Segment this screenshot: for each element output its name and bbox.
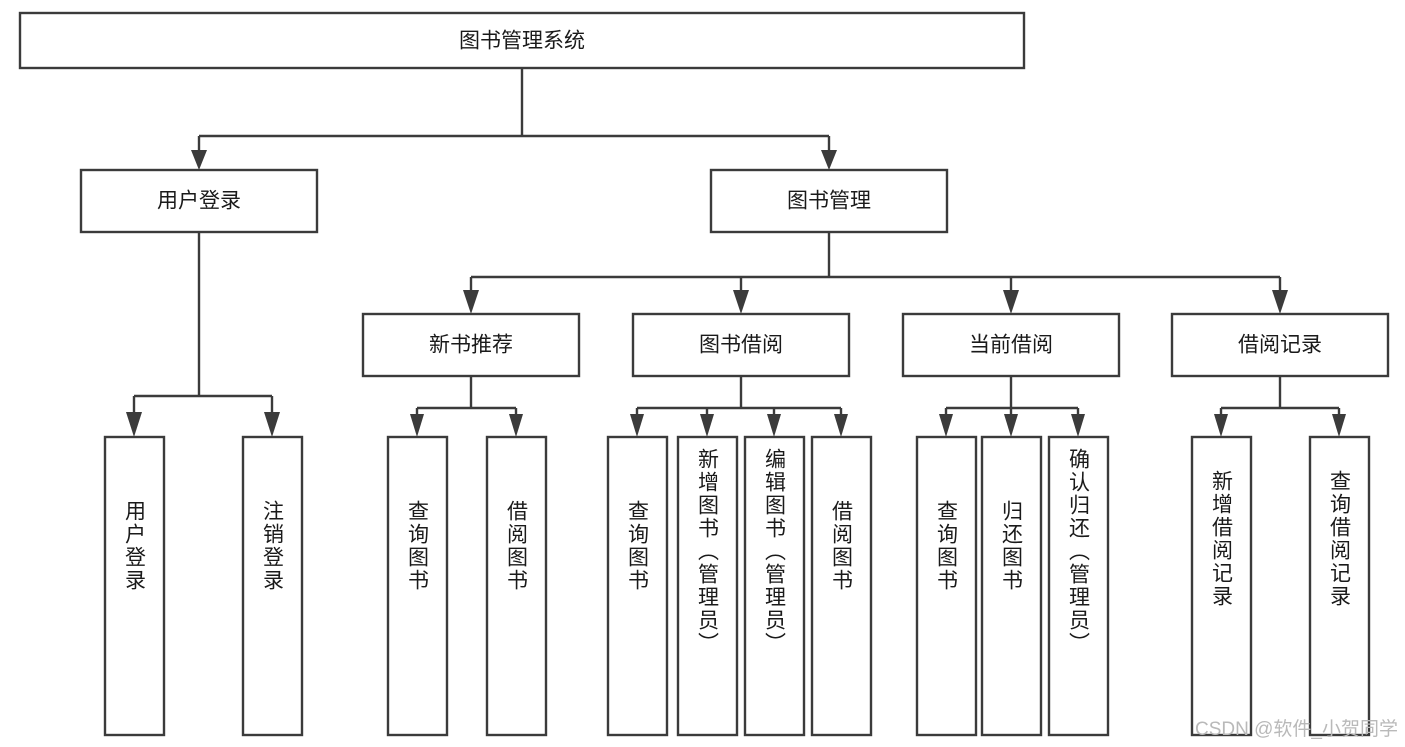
node-leaf-edit-book-admin-box[interactable]: [743, 435, 806, 737]
arrow-head-leaf-user-login: [126, 412, 142, 437]
node-leaf-query-books-borrow-box[interactable]: [606, 435, 669, 737]
arrow-head-book-management: [821, 150, 837, 170]
node-leaf-logout[interactable]: 注销登录: [241, 435, 304, 737]
node-leaf-return-books-label: 归还图书: [1000, 500, 1024, 592]
node-leaf-query-books-borrow[interactable]: 查询图书: [606, 435, 669, 737]
node-book-borrow-box[interactable]: [631, 312, 851, 378]
arrow-head-leaf-logout: [264, 412, 280, 437]
arrow-head-leaf-query-books-borrow: [630, 414, 644, 437]
csdn-watermark: CSDN @软件_小贺同学: [1195, 718, 1398, 740]
node-leaf-query-books-rec-box[interactable]: [386, 435, 449, 737]
node-leaf-add-book-admin[interactable]: 新增图书（管理员）: [676, 435, 739, 737]
node-borrow-records-label: 借阅记录: [1238, 334, 1322, 357]
node-borrow-records-box[interactable]: [1170, 312, 1390, 378]
node-new-book-recommend-label: 新书推荐: [429, 334, 513, 357]
node-leaf-confirm-return-admin-label: 确认归还（管理员）: [1067, 448, 1091, 655]
node-leaf-query-books-current[interactable]: 查询图书: [915, 435, 978, 737]
node-leaf-logout-label: 注销登录: [261, 500, 285, 592]
arrow-head-leaf-add-borrow-record: [1214, 414, 1228, 437]
node-leaf-add-book-admin-box[interactable]: [676, 435, 739, 737]
node-leaf-borrow-books-rec[interactable]: 借阅图书: [485, 435, 548, 737]
node-leaf-query-books-rec-label: 查询图书: [406, 500, 430, 592]
node-leaf-user-login-box[interactable]: [103, 435, 166, 737]
arrow-head-leaf-query-books-rec: [410, 414, 424, 437]
arrow-head-leaf-edit-book-admin: [767, 414, 781, 437]
node-leaf-query-books-borrow-label: 查询图书: [626, 500, 650, 592]
node-user-login[interactable]: 用户登录: [79, 168, 319, 234]
node-current-borrow-box[interactable]: [901, 312, 1121, 378]
node-leaf-add-borrow-record[interactable]: 新增借阅记录: [1190, 435, 1253, 737]
node-leaf-confirm-return-admin-box[interactable]: [1047, 435, 1110, 737]
node-root[interactable]: 图书管理系统: [18, 11, 1026, 70]
node-leaf-user-login-label: 用户登录: [123, 500, 147, 592]
arrow-head-leaf-return-books: [1004, 414, 1018, 437]
arrow-head-user-login: [191, 150, 207, 170]
arrow-head-leaf-query-borrow-record: [1332, 414, 1346, 437]
arrow-head-current-borrow: [1003, 290, 1019, 314]
node-leaf-query-books-current-label: 查询图书: [935, 500, 959, 592]
node-leaf-logout-box[interactable]: [241, 435, 304, 737]
arrow-head-leaf-confirm-return-admin: [1071, 414, 1085, 437]
node-book-management[interactable]: 图书管理: [709, 168, 949, 234]
node-new-book-recommend[interactable]: 新书推荐: [361, 312, 581, 378]
node-leaf-borrow-books[interactable]: 借阅图书: [810, 435, 873, 737]
arrow-head-leaf-add-book-admin: [700, 414, 714, 437]
node-user-login-label: 用户登录: [157, 190, 241, 213]
node-leaf-borrow-books-rec-box[interactable]: [485, 435, 548, 737]
node-leaf-query-borrow-record-box[interactable]: [1308, 435, 1371, 737]
node-root-box[interactable]: [18, 11, 1026, 70]
node-current-borrow[interactable]: 当前借阅: [901, 312, 1121, 378]
arrow-head-leaf-borrow-books: [834, 414, 848, 437]
node-leaf-borrow-books-rec-label: 借阅图书: [505, 500, 529, 592]
node-leaf-add-borrow-record-label: 新增借阅记录: [1210, 470, 1234, 608]
node-leaf-add-borrow-record-box[interactable]: [1190, 435, 1253, 737]
node-leaf-query-books-current-box[interactable]: [915, 435, 978, 737]
node-user-login-box[interactable]: [79, 168, 319, 234]
arrow-head-borrow-records: [1272, 290, 1288, 314]
node-leaf-query-borrow-record-label: 查询借阅记录: [1328, 470, 1352, 608]
node-book-borrow-label: 图书借阅: [699, 334, 783, 357]
node-new-book-recommend-box[interactable]: [361, 312, 581, 378]
arrow-head-new-book-recommend: [463, 290, 479, 314]
arrow-head-book-borrow: [733, 290, 749, 314]
node-leaf-borrow-books-label: 借阅图书: [830, 500, 854, 592]
node-leaf-query-books-rec[interactable]: 查询图书: [386, 435, 449, 737]
node-leaf-edit-book-admin-label: 编辑图书（管理员）: [763, 448, 787, 655]
arrow-head-leaf-query-books-current: [939, 414, 953, 437]
node-book-management-label: 图书管理: [787, 190, 871, 213]
node-leaf-query-borrow-record[interactable]: 查询借阅记录: [1308, 435, 1371, 737]
node-leaf-return-books-box[interactable]: [980, 435, 1043, 737]
connector-layer: [126, 68, 1346, 437]
node-leaf-user-login[interactable]: 用户登录: [103, 435, 166, 737]
arrow-head-leaf-borrow-books-rec: [509, 414, 523, 437]
node-current-borrow-label: 当前借阅: [969, 334, 1053, 357]
node-borrow-records[interactable]: 借阅记录: [1170, 312, 1390, 378]
node-root-label: 图书管理系统: [459, 30, 585, 53]
node-book-borrow[interactable]: 图书借阅: [631, 312, 851, 378]
node-leaf-confirm-return-admin[interactable]: 确认归还（管理员）: [1047, 435, 1110, 737]
node-leaf-borrow-books-box[interactable]: [810, 435, 873, 737]
node-leaf-return-books[interactable]: 归还图书: [980, 435, 1043, 737]
node-leaf-add-book-admin-label: 新增图书（管理员）: [696, 448, 720, 655]
node-book-management-box[interactable]: [709, 168, 949, 234]
node-leaf-edit-book-admin[interactable]: 编辑图书（管理员）: [743, 435, 806, 737]
